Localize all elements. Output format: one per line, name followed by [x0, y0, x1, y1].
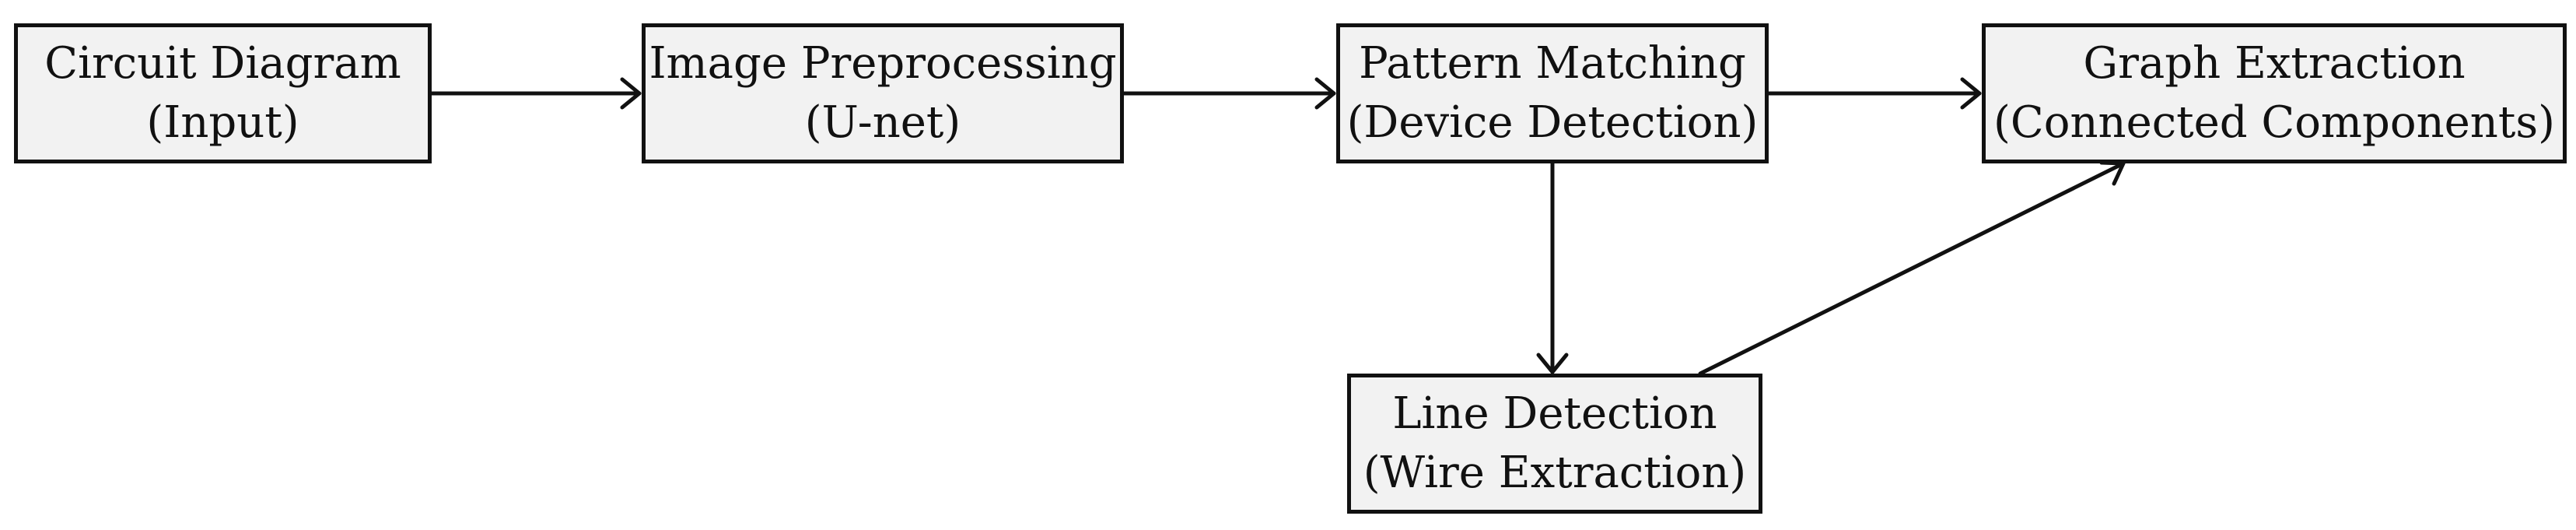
node-image-preprocessing: Image Preprocessing (U-net): [642, 23, 1124, 163]
node-subtitle: (U-net): [804, 97, 961, 148]
node-title: Image Preprocessing: [649, 38, 1117, 89]
node-title: Circuit Diagram: [44, 38, 401, 89]
arrow-pattern-to-graph: [1766, 77, 1982, 110]
node-line-detection: Line Detection (Wire Extraction): [1347, 374, 1762, 514]
node-title: Line Detection: [1392, 388, 1717, 439]
node-subtitle: (Wire Extraction): [1363, 448, 1747, 498]
node-title: Graph Extraction: [2083, 38, 2466, 89]
arrow-line-to-graph: [1698, 160, 2126, 376]
node-title: Pattern Matching: [1359, 38, 1746, 89]
node-subtitle: (Connected Components): [1993, 97, 2555, 148]
node-graph-extraction: Graph Extraction (Connected Components): [1982, 23, 2567, 163]
node-subtitle: (Input): [146, 97, 299, 148]
node-pattern-matching: Pattern Matching (Device Detection): [1336, 23, 1769, 163]
node-circuit-diagram: Circuit Diagram (Input): [14, 23, 432, 163]
arrow-circuit-to-preprocessing: [429, 77, 642, 110]
node-subtitle: (Device Detection): [1346, 97, 1759, 148]
arrow-preprocessing-to-pattern: [1122, 77, 1336, 110]
arrow-pattern-to-line: [1536, 161, 1569, 374]
